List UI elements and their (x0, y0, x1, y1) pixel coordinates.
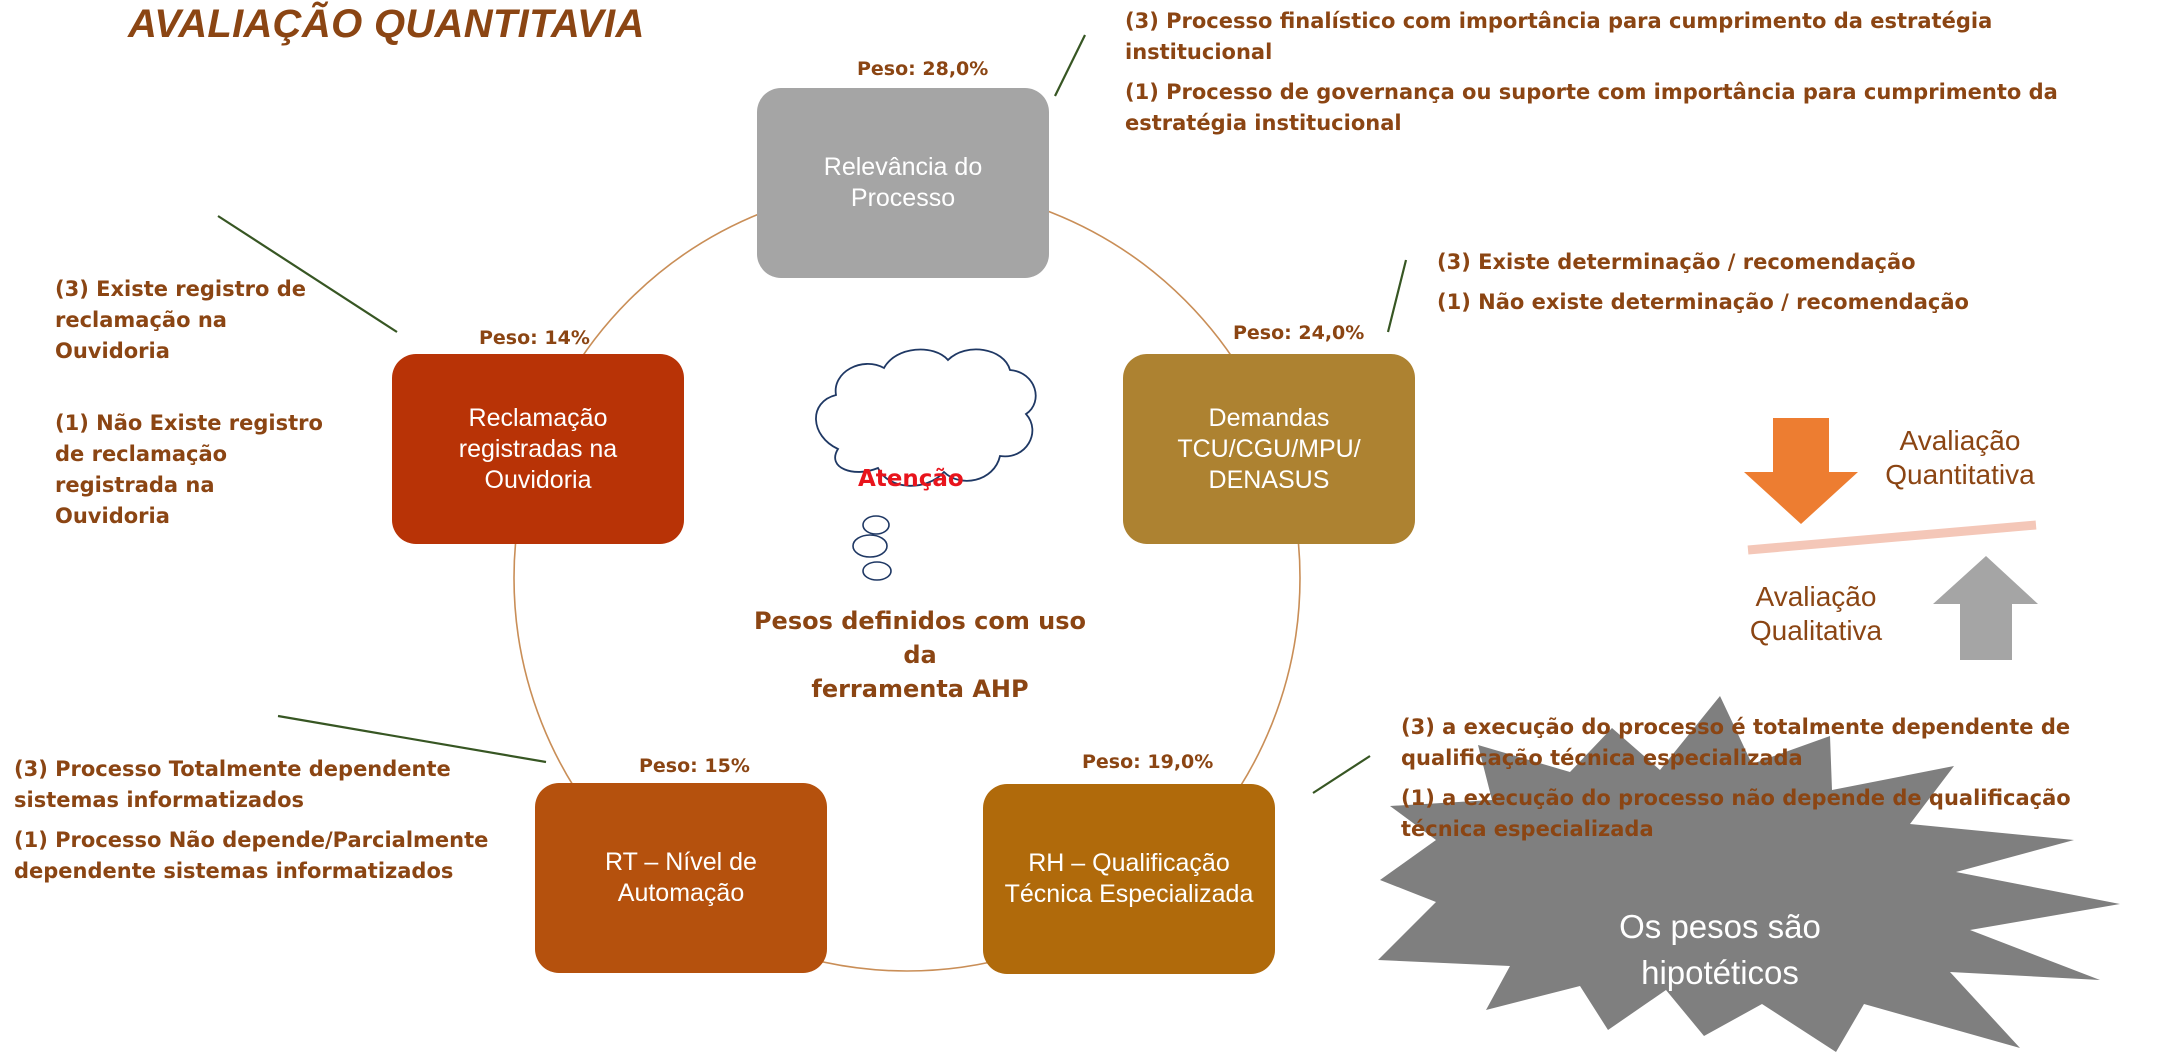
arrow-up-icon (1933, 556, 2038, 660)
node-rh-label: RH – Qualificação Técnica Especializada (1004, 849, 1254, 908)
node-rh: RH – Qualificação Técnica Especializada (983, 784, 1275, 974)
note-demandas-1: (1) Não existe determinação / recomendaç… (1437, 290, 1969, 314)
node-demandas-label: Demandas TCU/CGU/MPU/ DENASUS (1177, 403, 1361, 494)
note-rh-3: (3) a execução do processo é totalmente … (1401, 715, 2071, 770)
note-rh-1: (1) a execução do processo não depende d… (1401, 786, 2071, 841)
leader-line-relevancia (1054, 34, 1086, 97)
note-relevancia-3: (3) Processo finalístico com importância… (1125, 9, 1993, 64)
weight-rh: Peso: 19,0% (1082, 751, 1214, 773)
note-reclamacao-3: (3) Existe registro de reclamação na Ouv… (55, 277, 307, 363)
leader-line-reclamacao (217, 215, 398, 333)
weight-relevancia: Peso: 28,0% (857, 58, 989, 80)
notes-rt: (3) Processo Totalmente dependente siste… (14, 754, 524, 896)
notes-demandas: (3) Existe determinação / recomendação (… (1437, 247, 2037, 327)
notes-reclamacao: (3) Existe registro de reclamação na Ouv… (55, 274, 325, 541)
burst-text: Os pesos são hipotéticos (1619, 908, 1821, 991)
weight-rt: Peso: 15% (639, 755, 750, 777)
balance-beam (1747, 520, 2037, 555)
node-rt: RT – Nível de Automação (535, 783, 827, 973)
starburst-shape (1378, 696, 2120, 1052)
arrow-down-icon (1744, 418, 1858, 524)
note-demandas-3: (3) Existe determinação / recomendação (1437, 250, 1916, 274)
weight-reclamacao: Peso: 14% (479, 327, 590, 349)
node-reclamacao-label: Reclamação registradas na Ouvidoria (458, 403, 618, 494)
leader-line-rh (1312, 755, 1371, 794)
center-note: Pesos definidos com uso da ferramenta AH… (753, 607, 1087, 703)
attention-label: Atenção (858, 466, 964, 492)
cloud-icon (815, 348, 1037, 581)
weight-demandas: Peso: 24,0% (1233, 322, 1365, 344)
notes-rh: (3) a execução do processo é totalmente … (1401, 712, 2151, 854)
note-rt-3: (3) Processo Totalmente dependente siste… (14, 757, 451, 812)
leader-line-demandas (1386, 259, 1408, 333)
node-reclamacao: Reclamação registradas na Ouvidoria (392, 354, 684, 544)
note-rt-1: (1) Processo Não depende/Parcialmente de… (14, 828, 489, 883)
node-rt-label: RT – Nível de Automação (605, 848, 757, 907)
note-reclamacao-1: (1) Não Existe registro de reclamação re… (55, 411, 323, 528)
node-relevancia-label: Relevância do Processo (823, 153, 983, 212)
node-demandas: Demandas TCU/CGU/MPU/ DENASUS (1123, 354, 1415, 544)
label-quantitativa: Avaliação Quantitativa (1885, 425, 2035, 490)
leader-line-rt (277, 714, 547, 764)
node-relevancia: Relevância do Processo (757, 88, 1049, 278)
notes-relevancia: (3) Processo finalístico com importância… (1125, 6, 2125, 148)
label-qualitativa: Avaliação Qualitativa (1749, 581, 1883, 646)
note-relevancia-1: (1) Processo de governança ou suporte co… (1125, 80, 2058, 135)
page-title: AVALIAÇÃO QUANTITAVIA (128, 2, 645, 46)
